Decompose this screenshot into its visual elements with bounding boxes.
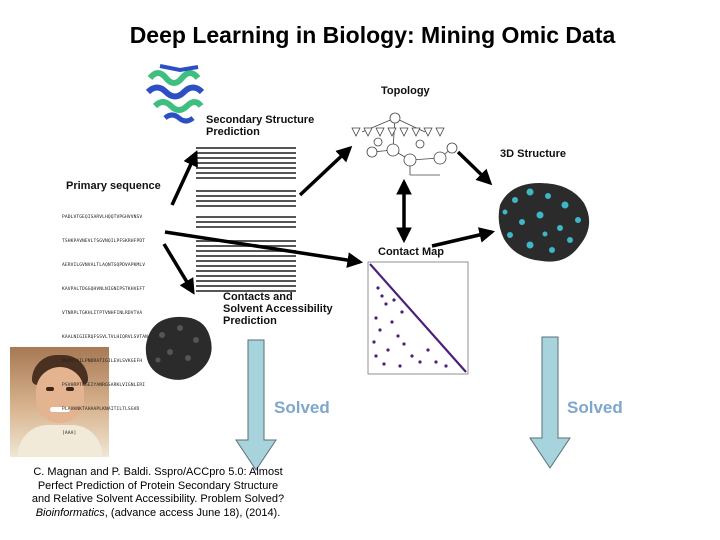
journal-name: Bioinformatics (35, 506, 105, 519)
solved-arrow-right (529, 336, 571, 469)
solved-label-left: Solved (274, 398, 330, 417)
3d-structure-image (498, 183, 590, 262)
protein-ribbon-image (142, 62, 212, 124)
solvent-accessibility-image (145, 316, 212, 380)
3d-structure-label: 3D Structure (500, 148, 567, 160)
page-title: Deep Learning in Biology: Mining Omic Da… (129, 22, 616, 48)
solved-arrow-left (235, 339, 277, 471)
contact-map-label: Contact Map (378, 246, 444, 258)
solved-label-right: Solved (567, 398, 623, 417)
author-photo (10, 347, 109, 457)
flow-arrows (162, 145, 496, 295)
citation: C. Magnan and P. Baldi. Sspro/ACCpro 5.0… (31, 466, 285, 519)
contact-map-plot (367, 261, 469, 375)
topology-label: Topology (381, 85, 430, 97)
secondary-prediction-bars (196, 147, 296, 292)
primary-sequence-text: PADLVTGEQISARVLHQQTVPGHVVNSV TSHKPAVNEVL… (62, 215, 148, 436)
primary-sequence-label: Primary sequence (66, 180, 161, 192)
topology-network (351, 112, 458, 176)
